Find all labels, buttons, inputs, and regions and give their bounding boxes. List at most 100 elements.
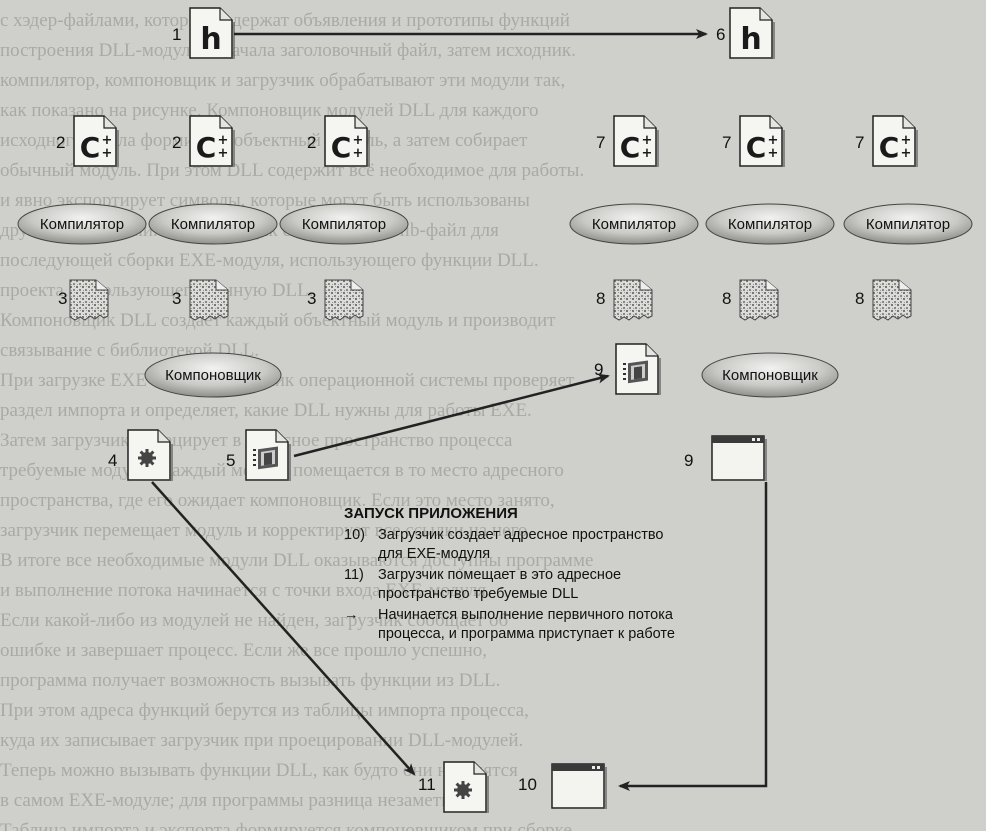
node-6-label: 6: [716, 25, 725, 44]
launch-step-run: → Начинается выполнение первичного поток…: [344, 607, 675, 642]
cpp-source-group-exe: 7 C + + 7 C + + 7 C + +: [596, 115, 918, 167]
svg-text:C: C: [620, 131, 641, 164]
svg-text:Компилятор: Компилятор: [866, 216, 950, 233]
background-text-line: и явно экспортирует символы, которые мог…: [0, 190, 530, 211]
cpp-file-icon: C + +: [189, 115, 235, 167]
background-text-line: Компоновщик DLL создаёт каждый объектный…: [0, 310, 556, 331]
object-file-icon: [189, 279, 229, 321]
launch-title: ЗАПУСК ПРИЛОЖЕНИЯ: [344, 505, 518, 522]
svg-text:Компилятор: Компилятор: [40, 216, 124, 233]
node-10-label: 10: [518, 775, 537, 794]
launch-step-10: 10) Загрузчик создает адресное пространс…: [344, 527, 664, 562]
node-8-label: 8: [596, 289, 605, 308]
background-text-line: с хэдер-файлами, которые содержат объявл…: [0, 10, 570, 31]
dll-file-icon: [127, 429, 173, 481]
background-text-line: Таблица импорта и экспорта формируется к…: [0, 820, 577, 831]
object-file-icon: [872, 279, 912, 321]
launch-step-11: 11) Загрузчик помещает в это адресное пр…: [344, 567, 622, 602]
svg-text:Компилятор: Компилятор: [728, 216, 812, 233]
object-file-icon: [613, 279, 653, 321]
background-text-line: При загрузке EXE-модуля загрузчик операц…: [0, 370, 575, 391]
background-text-line: Теперь можно вызывать функции DLL, как б…: [0, 760, 518, 781]
cpp-file-icon: C + +: [613, 115, 659, 167]
background-text-line: При этом адреса функций берутся из табли…: [0, 700, 529, 721]
svg-text:7: 7: [722, 133, 731, 152]
node-3-label: 3: [172, 289, 181, 308]
background-text-line: ошибке и завершает процесс. Если же все …: [0, 640, 488, 661]
compiler-pill: Компилятор: [17, 203, 147, 245]
background-text-line: построения DLL-модуля. Сначала заголовоч…: [0, 40, 576, 61]
svg-text:+: +: [353, 133, 364, 148]
node-3-label: 3: [58, 289, 67, 308]
background-text-line: исходного файла формирует объектный моду…: [0, 130, 528, 151]
background-text-line: куда их записывает загрузчик при проецир…: [0, 730, 524, 751]
background-text-line: как показано на рисунке. Компоновщик мод…: [0, 100, 539, 121]
svg-text:+: +: [768, 133, 779, 148]
loaded-dll-icon: [443, 761, 489, 813]
compiler-pill: Компилятор: [843, 203, 973, 245]
linker-pill-dll: Компоновщик: [144, 352, 282, 398]
node-8-label: 8: [722, 289, 731, 308]
object-file-icon: [69, 279, 109, 321]
compiler-pill: Компилятор: [279, 203, 409, 245]
svg-text:Компилятор: Компилятор: [171, 216, 255, 233]
background-text-line: в самом EXE-модуле; для программы разниц…: [0, 790, 465, 811]
svg-text:Компоновщик: Компоновщик: [722, 367, 818, 384]
cpp-file-icon: C + +: [73, 115, 119, 167]
svg-text:Компилятор: Компилятор: [302, 216, 386, 233]
header-file-icon-6: h: [729, 7, 775, 59]
svg-text:2: 2: [307, 133, 316, 152]
compiler-pill: Компилятор: [148, 203, 278, 245]
svg-text:+: +: [901, 146, 912, 161]
node-1-label: 1: [172, 25, 181, 44]
svg-text:+: +: [353, 146, 364, 161]
svg-text:+: +: [102, 133, 113, 148]
object-file-icon: [324, 279, 364, 321]
background-text-line: раздел импорта и определяет, какие DLL н…: [0, 400, 532, 421]
svg-text:C: C: [80, 131, 101, 164]
node-9-lib-label: 9: [594, 360, 603, 379]
compiler-pill: Компилятор: [569, 203, 699, 245]
svg-text:Компоновщик: Компоновщик: [165, 367, 261, 384]
header-file-icon-1: h: [189, 7, 235, 59]
node-3-label: 3: [307, 289, 316, 308]
background-text-line: программа получает возможность вызывать …: [0, 670, 501, 691]
svg-text:C: C: [196, 131, 217, 164]
cpp-file-icon: C + +: [739, 115, 785, 167]
svg-text:7: 7: [596, 133, 605, 152]
svg-text:+: +: [218, 133, 229, 148]
arrow-lib-5-to-9: [293, 373, 610, 458]
svg-text:2: 2: [172, 133, 181, 152]
background-text-line: компилятор, компоновщик и загрузчик обра…: [0, 70, 566, 91]
svg-text:+: +: [642, 146, 653, 161]
svg-text:+: +: [102, 146, 113, 161]
svg-text:+: +: [901, 133, 912, 148]
process-window-icon: [551, 763, 607, 809]
exe-window-icon: [711, 435, 767, 481]
svg-text:Компилятор: Компилятор: [592, 216, 676, 233]
svg-text:+: +: [768, 146, 779, 161]
node-8-label: 8: [855, 289, 864, 308]
arrow-dll-4-to-11: [151, 481, 416, 776]
background-text-line: загрузчик перемещает модуль и корректиру…: [0, 520, 533, 541]
cpp-source-group-dll: 2 C + + 2 C + + 2 C + +: [56, 115, 370, 167]
object-file-icon: [739, 279, 779, 321]
background-text-line: обычный модуль. При этом DLL содержит вс…: [0, 160, 585, 181]
svg-text:h: h: [200, 22, 221, 57]
background-text-line: Если какой-либо из модулей не найден, за…: [0, 610, 509, 631]
lib-file-icon: [615, 343, 661, 395]
cpp-file-icon: C + +: [872, 115, 918, 167]
node-5-label: 5: [226, 451, 235, 470]
arrow-exe-9-to-10: [618, 482, 768, 791]
svg-text:7: 7: [855, 133, 864, 152]
svg-text:C: C: [746, 131, 767, 164]
svg-text:2: 2: [56, 133, 65, 152]
svg-text:h: h: [740, 22, 761, 57]
background-text-line: В итоге все необходимые модули DLL оказы…: [0, 550, 594, 571]
node-11-label: 11: [418, 775, 436, 794]
app-launch-caption: ЗАПУСК ПРИЛОЖЕНИЯ 10) Загрузчик создает …: [344, 504, 744, 644]
linker-pill-exe: Компоновщик: [701, 352, 839, 398]
lib-file-icon: [245, 429, 291, 481]
background-text-line: пространства, где его ожидает компоновщи…: [0, 490, 555, 511]
